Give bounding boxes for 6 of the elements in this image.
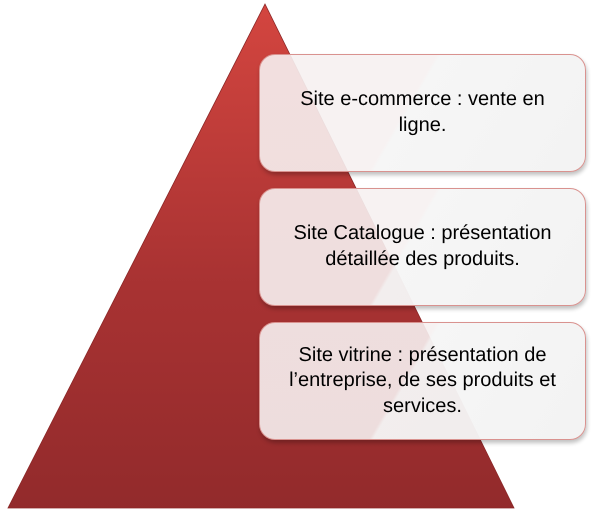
tier-text: Site Catalogue : présentation détaillée des produits. (292, 221, 552, 272)
tier-card (259, 322, 586, 440)
tier-card (259, 54, 586, 172)
tier-text: Site e-commerce : vente en ligne. (299, 87, 546, 138)
tier-card (259, 188, 586, 306)
tier-text: Site vitrine : présentation de l’entreprise, de ses produits et services. (288, 342, 557, 419)
